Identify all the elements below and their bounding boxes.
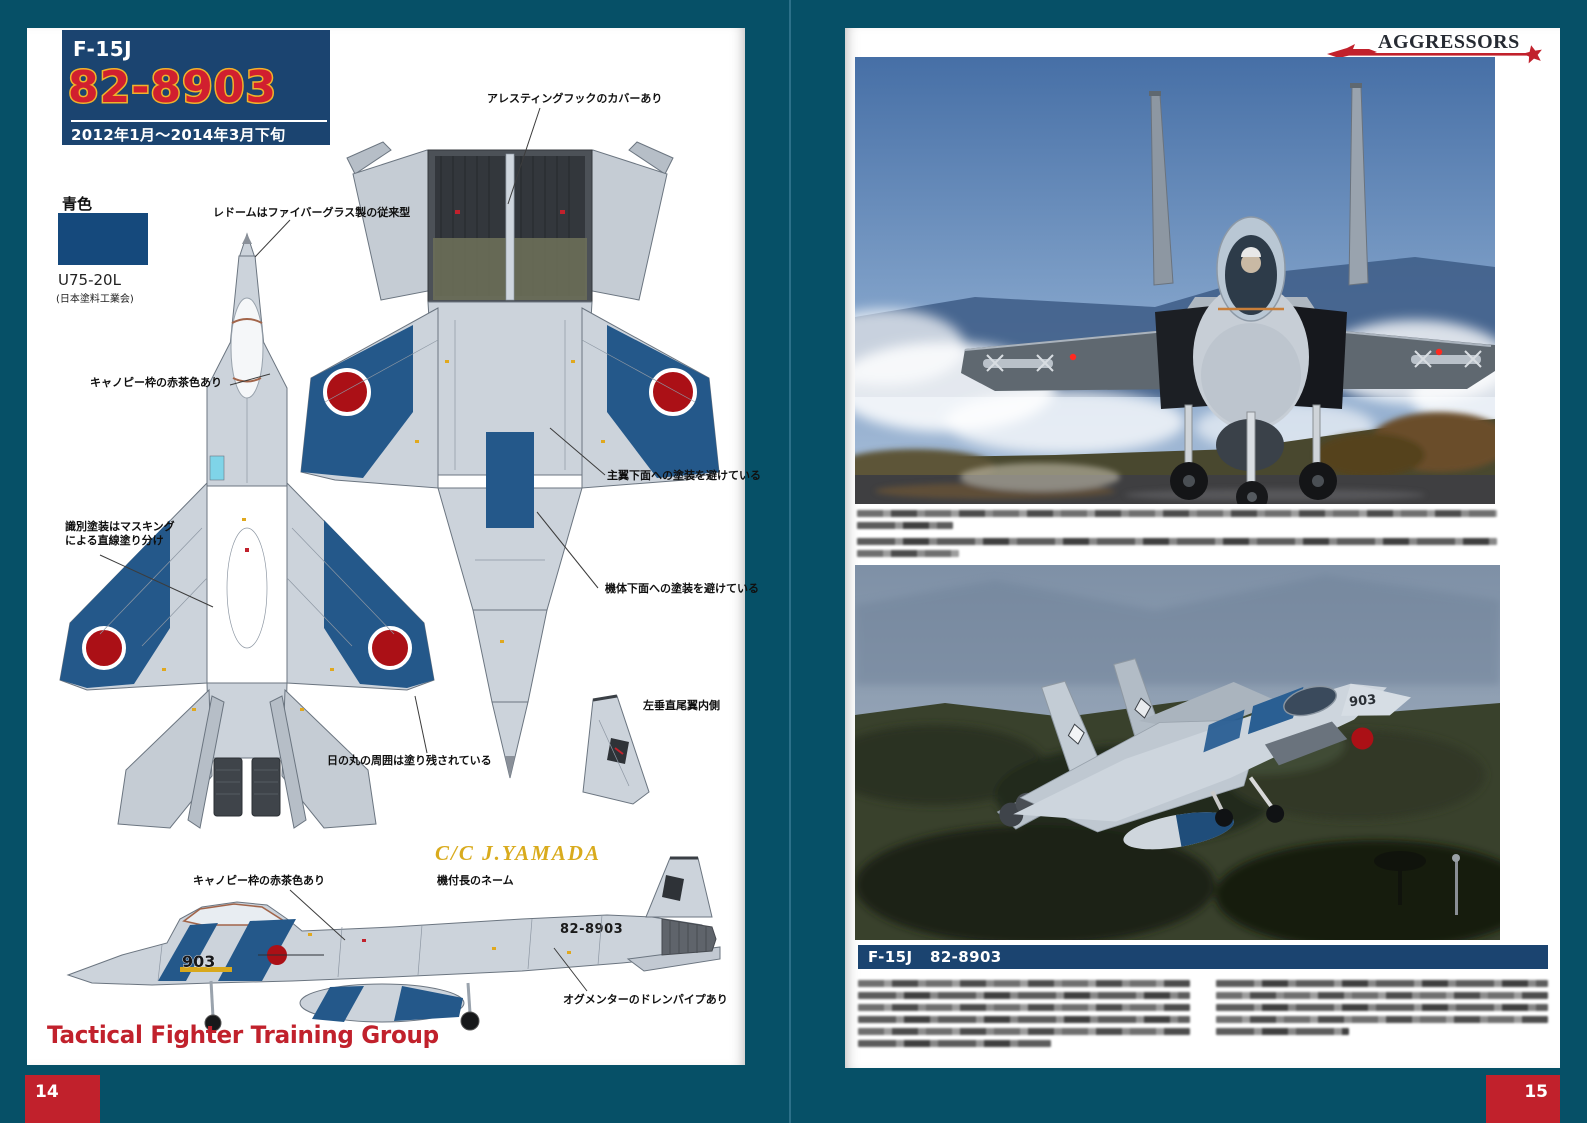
body-text-column-right bbox=[1216, 980, 1548, 1040]
title-block: F-15J 82-8903 2012年1月～2014年3月下旬 bbox=[62, 30, 330, 145]
annotation-masking: 識別塗装はマスキングによる直線塗り分け bbox=[65, 520, 175, 547]
landing-gear bbox=[1170, 404, 1337, 504]
blurred-caption-line bbox=[858, 1040, 1051, 1047]
landing-gear bbox=[204, 980, 480, 1032]
landing-gear bbox=[1210, 776, 1285, 827]
annotation-crew-chief-note: 機付長のネーム bbox=[437, 874, 514, 887]
hinomaru-roundel bbox=[368, 626, 412, 670]
identification-blue-patch bbox=[1203, 709, 1245, 753]
annotation-augmenter: オグメンターのドレンパイプあり bbox=[563, 993, 728, 1006]
hinomaru-roundel bbox=[82, 626, 126, 670]
serial-number-display: 82-8903 bbox=[67, 61, 278, 115]
info-bar-model: F-15J bbox=[868, 948, 913, 966]
hinomaru-roundel bbox=[649, 368, 697, 416]
brand-title: AGGRESSORS bbox=[1378, 31, 1520, 53]
photo-front-view-art bbox=[855, 57, 1495, 504]
hinomaru-roundel bbox=[323, 368, 371, 416]
crew-chief-name: C/C J.YAMADA bbox=[435, 841, 601, 865]
blurred-caption-line bbox=[1216, 1028, 1349, 1035]
blurred-caption-line bbox=[857, 550, 960, 557]
serial-number: 82-8903 bbox=[68, 62, 277, 113]
star-icon bbox=[1523, 45, 1542, 64]
blurred-caption-line bbox=[1216, 992, 1548, 999]
tail-serial-marking: 82-8903 bbox=[560, 922, 623, 937]
palm-tree bbox=[1374, 851, 1426, 905]
blurred-caption-line bbox=[858, 1028, 1190, 1035]
annotation-tail-inner: 左垂直尾翼内側 bbox=[643, 699, 720, 712]
annotation-fuselage-underside: 機体下面への塗装を避けている bbox=[605, 582, 759, 595]
photo1-caption-paragraph-1 bbox=[857, 510, 1497, 534]
photo1-caption-paragraph-2 bbox=[857, 538, 1497, 562]
info-bar-serial: 82-8903 bbox=[930, 948, 1002, 966]
blurred-caption-line bbox=[857, 510, 1497, 517]
brand-header: AGGRESSORS bbox=[845, 28, 1560, 68]
annotation-hinomaru: 日の丸の周囲は塗り残されている bbox=[327, 754, 492, 767]
left-page: F-15J 82-8903 2012年1月～2014年3月下旬 青色 U75-2… bbox=[27, 28, 761, 1065]
annotation-canopy-top: キャノピー枠の赤茶色あり bbox=[90, 376, 222, 389]
annotation-canopy-side: キャノピー枠の赤茶色あり bbox=[193, 874, 325, 887]
page-number-right: 15 bbox=[1486, 1075, 1560, 1123]
aircraft-model: F-15J bbox=[73, 37, 133, 61]
unit-title: Tactical Fighter Training Group bbox=[47, 1021, 439, 1049]
page-number-left: 14 bbox=[25, 1075, 100, 1123]
paint-color-label: 青色 bbox=[62, 195, 93, 213]
paint-code: U75-20L bbox=[58, 271, 121, 289]
blurred-caption-line bbox=[857, 538, 1497, 545]
brand-graphics bbox=[1327, 44, 1542, 64]
drop-tank bbox=[299, 983, 465, 1023]
blurred-caption-line bbox=[858, 1016, 1190, 1023]
fin-emblem bbox=[662, 875, 684, 901]
blurred-caption-line bbox=[1216, 980, 1548, 987]
nose-number-marking: 903 bbox=[182, 952, 215, 971]
header-divider bbox=[71, 120, 327, 122]
paint-standard-organization: (日本塗料工業会) bbox=[56, 294, 134, 305]
brand-underline bbox=[1335, 53, 1533, 56]
aircraft-bottom-view-drawing bbox=[300, 141, 720, 779]
annotation-arresting-hook: アレスティングフックのカバーあり bbox=[487, 92, 663, 105]
hinomaru-roundel bbox=[1351, 727, 1374, 750]
page-number-text: 15 bbox=[1524, 1082, 1548, 1102]
blurred-caption-line bbox=[1216, 1004, 1548, 1011]
body-text-column-left bbox=[858, 980, 1190, 1052]
blurred-caption-line bbox=[858, 992, 1190, 999]
right-page: AGGRESSORS bbox=[845, 28, 1560, 1068]
blurred-caption-line bbox=[858, 980, 1190, 987]
canopy bbox=[1283, 685, 1337, 717]
canopy-top bbox=[230, 297, 264, 399]
blurred-caption-line bbox=[857, 522, 953, 529]
photo-front-view bbox=[855, 57, 1495, 504]
left-fin-inner-detail-drawing bbox=[582, 694, 650, 805]
aircraft-takeoff: 903 bbox=[996, 658, 1412, 850]
blurred-caption-line bbox=[1216, 1016, 1548, 1023]
aircraft-front bbox=[961, 83, 1495, 504]
street-light bbox=[1455, 860, 1458, 915]
photo-takeoff-view: 903 bbox=[855, 565, 1500, 940]
nose-number-marking: 903 bbox=[1348, 692, 1377, 710]
annotation-radome: レドームはファイバーグラス製の従来型 bbox=[213, 206, 411, 219]
aircraft-side-view-drawing: 903 82-8903 bbox=[66, 856, 721, 1032]
annotation-wing-underside: 主翼下面への塗装を避けている bbox=[607, 469, 761, 482]
identification-blue-stripes bbox=[158, 919, 296, 981]
blurred-caption-line bbox=[858, 1004, 1190, 1011]
page-gutter-line bbox=[789, 0, 791, 1123]
photo2-info-bar: F-15J 82-8903 bbox=[858, 945, 1548, 969]
page-number-text: 14 bbox=[35, 1082, 59, 1102]
paint-color-swatch bbox=[58, 213, 148, 265]
service-period: 2012年1月～2014年3月下旬 bbox=[71, 126, 286, 144]
jet-silhouette-icon bbox=[1327, 44, 1377, 58]
photo-takeoff-view-art: 903 bbox=[855, 565, 1500, 940]
